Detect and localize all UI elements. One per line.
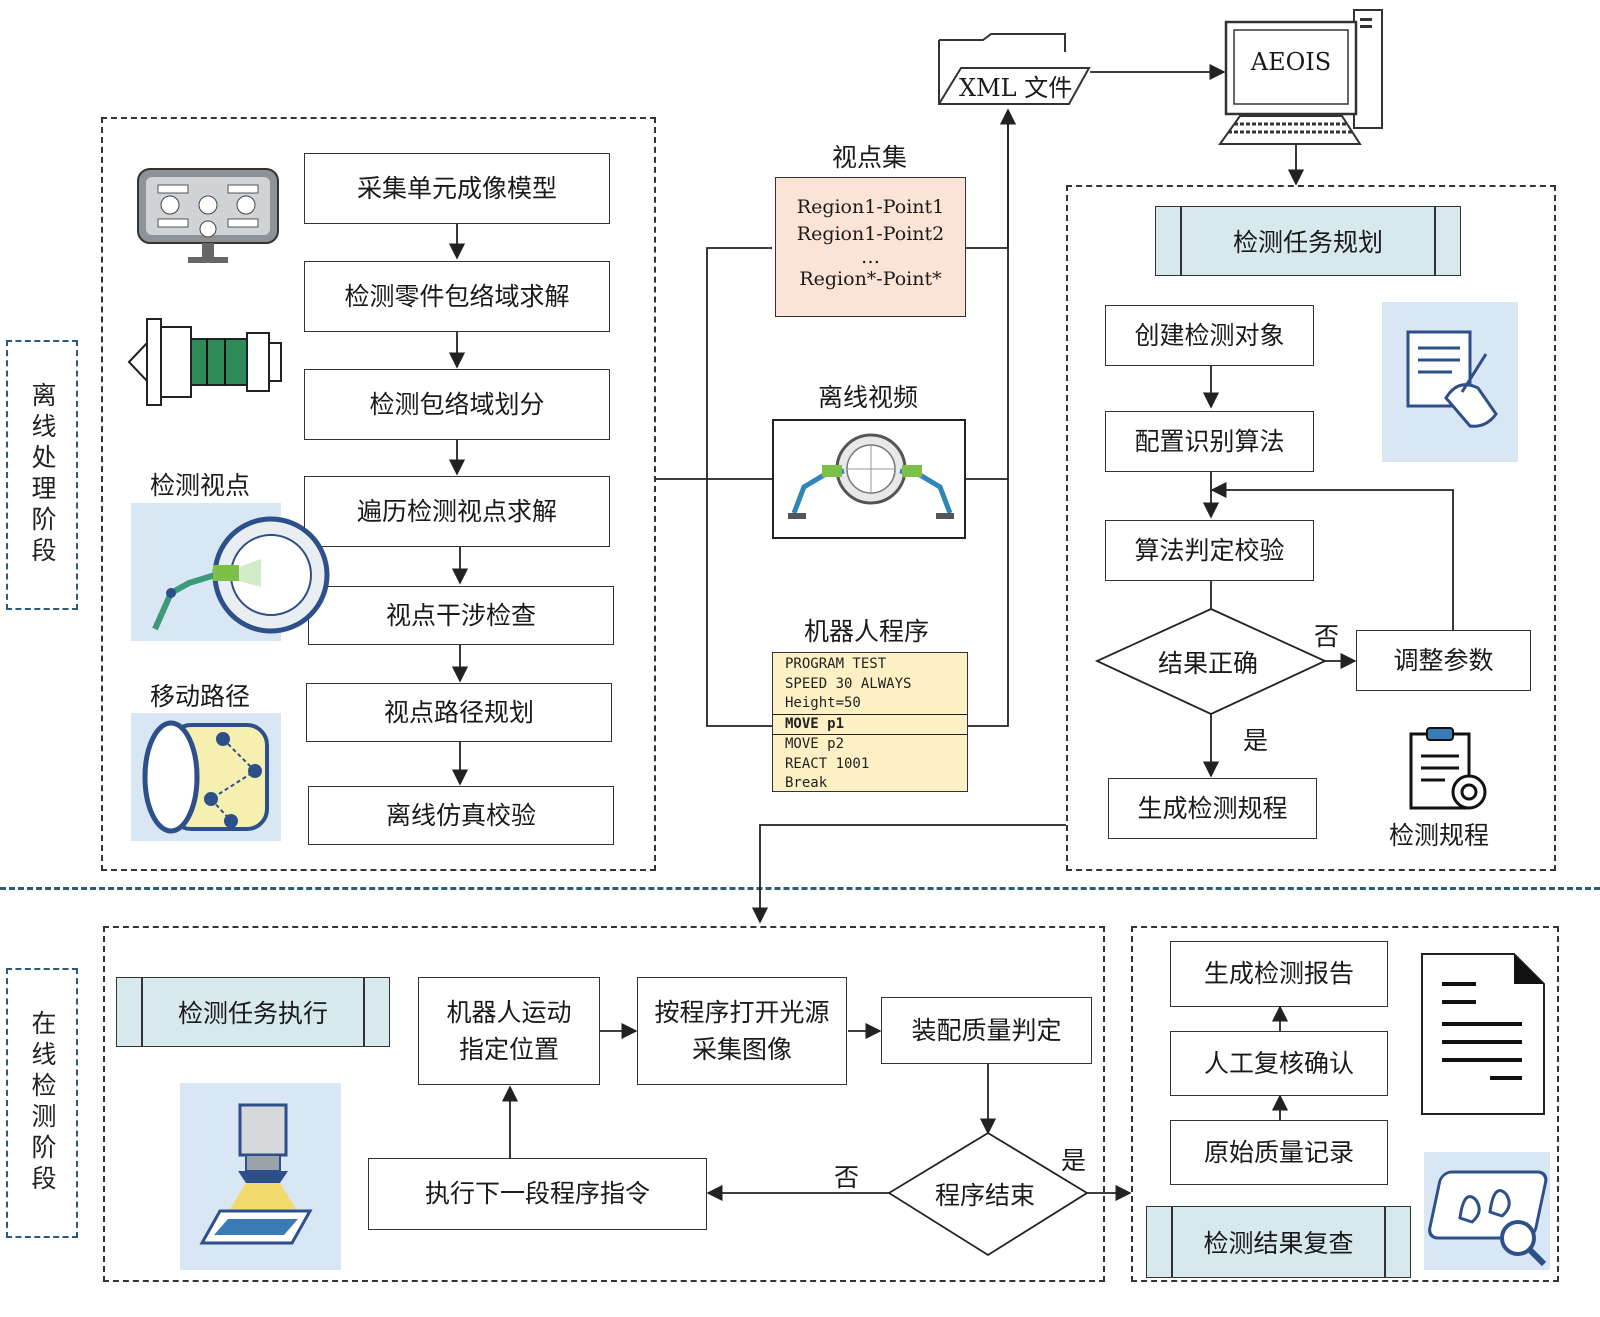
program-line: Break bbox=[785, 775, 828, 791]
phase-separator bbox=[0, 887, 1600, 890]
decision-yes-label: 是 bbox=[1243, 726, 1269, 755]
viewpoints-label: 检测视点 bbox=[150, 471, 251, 500]
flow-viewpoint-solve: 遍历检测视点求解 bbox=[304, 476, 610, 547]
create-object-box: 创建检测对象 bbox=[1105, 305, 1314, 366]
robot-program-title: 机器人程序 bbox=[804, 617, 930, 646]
generate-report-box: 生成检测报告 bbox=[1170, 941, 1388, 1007]
offline-group-frame bbox=[101, 117, 656, 871]
task-execution-header: 检测任务执行 bbox=[116, 977, 390, 1047]
checklist-image bbox=[1382, 302, 1518, 462]
offline-video-box bbox=[772, 419, 966, 539]
light-capture-box: 按程序打开光源 采集图像 bbox=[637, 977, 847, 1085]
viewpoint-line: Region*-Point* bbox=[799, 268, 942, 290]
path-image bbox=[131, 713, 281, 841]
generate-procedure-box: 生成检测规程 bbox=[1108, 778, 1317, 839]
review-group-frame bbox=[1131, 926, 1559, 1282]
result-decision-diamond bbox=[1094, 608, 1328, 715]
program-line: REACT 1001 bbox=[785, 755, 870, 772]
procedure-label: 检测规程 bbox=[1389, 821, 1490, 850]
procedure-icon bbox=[1405, 726, 1495, 812]
light-capture-line: 采集图像 bbox=[691, 1035, 792, 1064]
document-icon bbox=[1420, 952, 1546, 1116]
flow-imaging-model: 采集单元成像模型 bbox=[304, 153, 610, 224]
viewpoint-line: … bbox=[861, 246, 880, 268]
aeois-computer-icon: AEOIS bbox=[1214, 8, 1386, 148]
light-capture-line: 按程序打开光源 bbox=[654, 997, 830, 1027]
config-algorithm-box: 配置识别算法 bbox=[1105, 411, 1314, 472]
viewpoint-set-box: Region1-Point1 Region1-Point2 … Region*-… bbox=[775, 177, 966, 317]
viewpoint-line: Region1-Point2 bbox=[796, 223, 945, 245]
light-panel-icon bbox=[136, 167, 280, 267]
offline-video-title: 离线视频 bbox=[818, 383, 919, 412]
online-no-label: 否 bbox=[834, 1163, 860, 1192]
program-end-label: 程序结束 bbox=[935, 1181, 1036, 1210]
online-yes-label: 是 bbox=[1061, 1146, 1087, 1175]
xml-file-label: XML 文件 bbox=[959, 74, 1073, 102]
robot-move-line: 机器人运动 bbox=[446, 997, 572, 1027]
program-line-highlight: MOVE p1 bbox=[773, 713, 967, 735]
flow-offline-simulation: 离线仿真校验 bbox=[308, 786, 614, 845]
quality-judge-box: 装配质量判定 bbox=[881, 997, 1092, 1064]
task-planning-header: 检测任务规划 bbox=[1155, 206, 1461, 276]
raw-record-box: 原始质量记录 bbox=[1170, 1120, 1388, 1185]
algorithm-check-box: 算法判定校验 bbox=[1105, 520, 1314, 581]
xml-folder-icon: XML 文件 bbox=[935, 32, 1095, 108]
flow-interference-check: 视点干涉检查 bbox=[308, 586, 614, 645]
decision-no-label: 否 bbox=[1314, 622, 1340, 651]
viewpoints-image bbox=[131, 503, 330, 641]
path-label: 移动路径 bbox=[150, 682, 251, 711]
viewpoint-set-title: 视点集 bbox=[832, 143, 908, 172]
next-instruction-box: 执行下一段程序指令 bbox=[368, 1158, 707, 1230]
flow-path-planning: 视点路径规划 bbox=[306, 683, 612, 742]
planning-group-frame bbox=[1066, 185, 1556, 871]
online-group-frame bbox=[103, 926, 1105, 1282]
camera-image bbox=[180, 1083, 341, 1270]
aeois-label: AEOIS bbox=[1250, 48, 1332, 76]
robot-program-box: PROGRAM TEST SPEED 30 ALWAYS Height=50 M… bbox=[772, 652, 968, 792]
flow-envelope-divide: 检测包络域划分 bbox=[304, 369, 610, 440]
program-end-diamond bbox=[887, 1131, 1089, 1257]
result-decision-label: 结果正确 bbox=[1158, 649, 1259, 678]
robot-move-box: 机器人运动 指定位置 bbox=[418, 977, 600, 1085]
program-line: SPEED 30 ALWAYS bbox=[785, 675, 912, 692]
result-review-header: 检测结果复查 bbox=[1146, 1206, 1411, 1278]
phase-online: 在线检测阶段 bbox=[6, 968, 78, 1238]
flow-envelope-solve: 检测零件包络域求解 bbox=[304, 261, 610, 332]
robot-move-line: 指定位置 bbox=[458, 1035, 559, 1064]
manual-review-box: 人工复核确认 bbox=[1170, 1031, 1388, 1096]
phase-offline: 离线处理阶段 bbox=[6, 340, 78, 610]
program-line: Height=50 bbox=[785, 695, 861, 711]
viewpoint-line: Region1-Point1 bbox=[796, 196, 945, 218]
inspection-search-image bbox=[1424, 1152, 1550, 1270]
program-line: PROGRAM TEST bbox=[785, 656, 887, 672]
engine-part-icon bbox=[127, 313, 283, 411]
program-line: MOVE p2 bbox=[785, 736, 845, 752]
adjust-params-box: 调整参数 bbox=[1356, 630, 1531, 691]
